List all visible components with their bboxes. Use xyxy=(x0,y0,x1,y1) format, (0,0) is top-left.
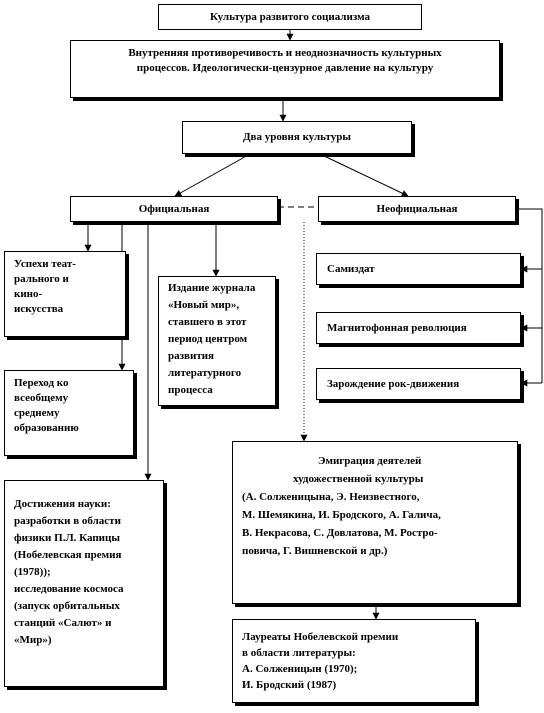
unofficial-item-samizdat: Самиздат xyxy=(316,253,521,285)
official-item-line: станций «Салют» и xyxy=(14,617,112,629)
emigration-line: Эмиграция деятелей xyxy=(318,455,422,467)
unofficial-item-line: Магнитофонная революция xyxy=(327,322,467,334)
emigration-line: повича, Г. Вишневской и др.) xyxy=(242,545,388,557)
unofficial-item-line: Самиздат xyxy=(327,263,375,275)
unofficial-item-rock: Зарождение рок-движения xyxy=(316,368,521,400)
official-box: Официальная xyxy=(70,196,278,222)
connector-levels-official xyxy=(174,153,251,197)
emigration-line: художественной культуры xyxy=(293,473,424,485)
emigration-line: М. Шемякина, И. Бродского, А. Галича, xyxy=(242,509,441,521)
official-item-line: физики П.Л. Капицы xyxy=(14,532,120,544)
official-item-theatre: Успехи теат- рального и кино- искусства xyxy=(4,251,126,337)
official-item-line: среднему xyxy=(14,407,60,419)
unofficial-item-tape: Магнитофонная революция xyxy=(316,312,521,344)
title-box-line: Культура развитого социализма xyxy=(209,11,370,23)
unofficial-box: Неофициальная xyxy=(318,196,516,222)
nobel-line: в области литературы: xyxy=(242,647,356,659)
nobel-line: А. Солженицын (1970); xyxy=(242,663,358,675)
official-item-education: Переход ко всеобщему среднему образовани… xyxy=(4,370,134,456)
nobel-line: И. Бродский (1987) xyxy=(242,679,337,691)
official-item-line: литературного xyxy=(168,367,242,379)
emigration-line: В. Некрасова, С. Довлатова, М. Ростро- xyxy=(242,527,438,539)
context-box-line: процессов. Идеологически-цензурное давле… xyxy=(136,62,434,74)
title-box: Культура развитого социализма xyxy=(158,4,422,30)
official-item-line: «Мир») xyxy=(14,634,52,646)
unofficial-box-line: Неофициальная xyxy=(376,203,458,215)
official-item-line: ставшего в этот xyxy=(168,316,247,328)
official-item-line: кино- xyxy=(14,288,43,300)
official-item-line: рального и xyxy=(14,273,69,285)
official-item-line: Переход ко xyxy=(14,377,69,389)
nobel-line: Лауреаты Нобелевской премии xyxy=(242,631,399,643)
unofficial-item-line: Зарождение рок-движения xyxy=(327,378,460,390)
official-item-line: (Нобелевская премия xyxy=(14,549,122,561)
official-item-line: образованию xyxy=(14,422,79,434)
official-item-line: процесса xyxy=(168,384,213,396)
official-item-line: Достижения науки: xyxy=(14,498,111,510)
official-item-line: развития xyxy=(168,350,215,362)
connector-levels-unofficial xyxy=(319,153,409,197)
official-item-line: Успехи теат- xyxy=(14,258,76,270)
official-item-line: Издание журнала xyxy=(168,282,256,294)
nobel-box: Лауреаты Нобелевской премии в области ли… xyxy=(232,619,476,703)
official-item-line: всеобщему xyxy=(14,392,69,404)
official-item-line: разработки в области xyxy=(14,515,121,527)
emigration-line: (А. Солженицына, Э. Неизвестного, xyxy=(242,491,420,503)
context-box-line: Внутренняя противоречивость и неоднознач… xyxy=(128,47,442,59)
official-item-journal: Издание журнала «Новый мир», ставшего в … xyxy=(158,276,276,406)
emigration-box: Эмиграция деятелей художественной культу… xyxy=(232,441,518,604)
official-item-science: Достижения науки: разработки в области ф… xyxy=(4,480,164,687)
official-item-line: искусства xyxy=(14,303,64,315)
official-box-line: Официальная xyxy=(138,203,210,215)
levels-box: Два уровня культуры xyxy=(182,121,412,154)
official-item-line: исследование космоса xyxy=(14,583,124,595)
official-item-line: (запуск орбитальных xyxy=(14,600,120,612)
connector-unofficial-bus xyxy=(516,208,543,383)
levels-box-line: Два уровня культуры xyxy=(242,131,352,143)
official-item-line: период центром xyxy=(168,333,248,345)
official-item-line: «Новый мир», xyxy=(168,299,240,311)
context-box: Внутренняя противоречивость и неоднознач… xyxy=(70,40,500,98)
official-item-line: (1978)); xyxy=(14,566,51,578)
